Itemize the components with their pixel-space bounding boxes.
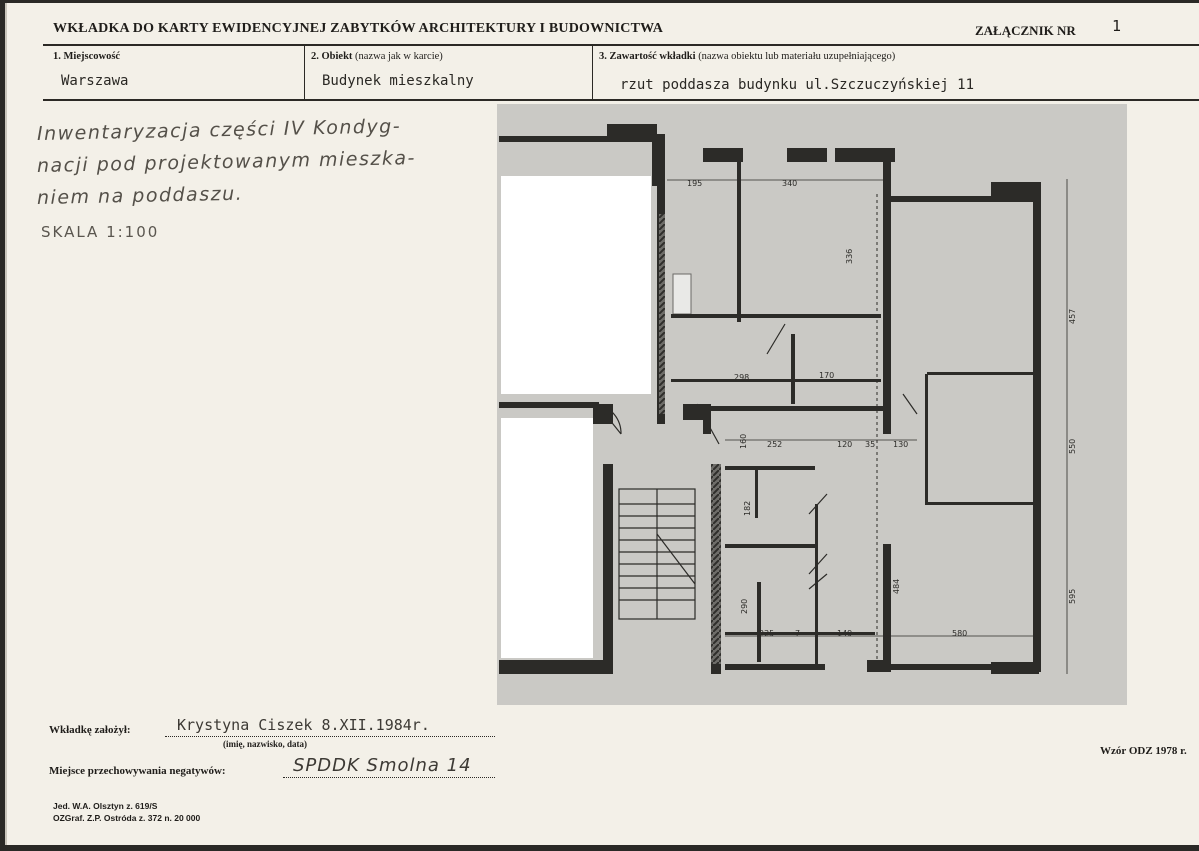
printer-line-2: OZGraf. Z.P. Ostróda z. 372 n. 20 000	[53, 813, 201, 823]
dim-170: 170	[819, 371, 834, 380]
attic-floor-plan: 195 340 336 457 298 170 160 252 120 35 1…	[497, 104, 1127, 705]
dim-195: 195	[687, 179, 702, 188]
form-model: Wzór ODZ 1978 r.	[1100, 745, 1187, 757]
negatives-line	[283, 777, 495, 778]
dim-7: 7	[795, 629, 800, 638]
dim-340: 340	[782, 179, 797, 188]
founded-hint: (imię, nazwisko, data)	[223, 739, 307, 749]
card-title: WKŁADKA DO KARTY EWIDENCYJNEJ ZABYTKÓW A…	[53, 21, 664, 36]
dim-580: 580	[952, 629, 967, 638]
dim-252: 252	[767, 440, 782, 449]
note-line-1: Inwentaryzacja części IV Kondyg-	[36, 115, 402, 145]
field-divider-1	[304, 45, 305, 100]
dim-120: 120	[837, 440, 852, 449]
header-bottom-rule	[43, 99, 1199, 101]
locality-label: 1. Miejscowość	[53, 51, 121, 62]
printer-line-1: Jed. W.A. Olsztyn z. 619/S	[53, 801, 158, 811]
founded-line	[165, 736, 495, 737]
content-label: 3. Zawartość wkładki (nazwa obiektu lub …	[599, 51, 896, 62]
dim-457: 457	[1068, 309, 1077, 324]
header-top-rule	[43, 44, 1199, 46]
blank-area-top	[501, 176, 651, 394]
annex-label: ZAŁĄCZNIK NR	[975, 23, 1076, 38]
inventory-card: WKŁADKA DO KARTY EWIDENCYJNEJ ZABYTKÓW A…	[5, 3, 1199, 845]
scale-note: SKALA 1:100	[41, 223, 160, 241]
note-line-3: niem na poddaszu.	[36, 182, 244, 209]
dim-298: 298	[734, 373, 749, 382]
right-wall	[1033, 182, 1041, 672]
dim-130: 130	[893, 440, 908, 449]
dim-550: 550	[1068, 439, 1077, 454]
dim-35: 35	[865, 440, 875, 449]
dim-225: 225	[759, 629, 774, 638]
dim-336: 336	[845, 249, 854, 264]
blank-area-bottom	[501, 418, 593, 658]
object-label: 2. Obiekt (nazwa jak w karcie)	[311, 51, 443, 62]
dim-484: 484	[892, 579, 901, 594]
dim-160: 160	[739, 434, 748, 449]
negatives-label: Miejsce przechowywania negatywów:	[49, 765, 226, 777]
annex-number: 1	[1112, 17, 1122, 35]
dim-595: 595	[1068, 589, 1077, 604]
dim-182: 182	[743, 501, 752, 516]
founded-value: Krystyna Ciszek 8.XII.1984r.	[177, 716, 430, 734]
field-divider-2	[592, 45, 593, 100]
staircase	[618, 488, 696, 620]
locality-value: Warszawa	[61, 73, 129, 89]
dim-290: 290	[740, 599, 749, 614]
dim-149: 149	[837, 629, 852, 638]
content-value: rzut poddasza budynku ul.Szczuczyńskiej …	[620, 77, 975, 93]
object-value: Budynek mieszkalny	[322, 73, 474, 89]
note-line-2: nacji pod projektowanym mieszka-	[36, 147, 417, 177]
founded-label: Wkładkę założył:	[49, 724, 131, 736]
negatives-value: SPDDK Smolna 14	[293, 755, 472, 776]
